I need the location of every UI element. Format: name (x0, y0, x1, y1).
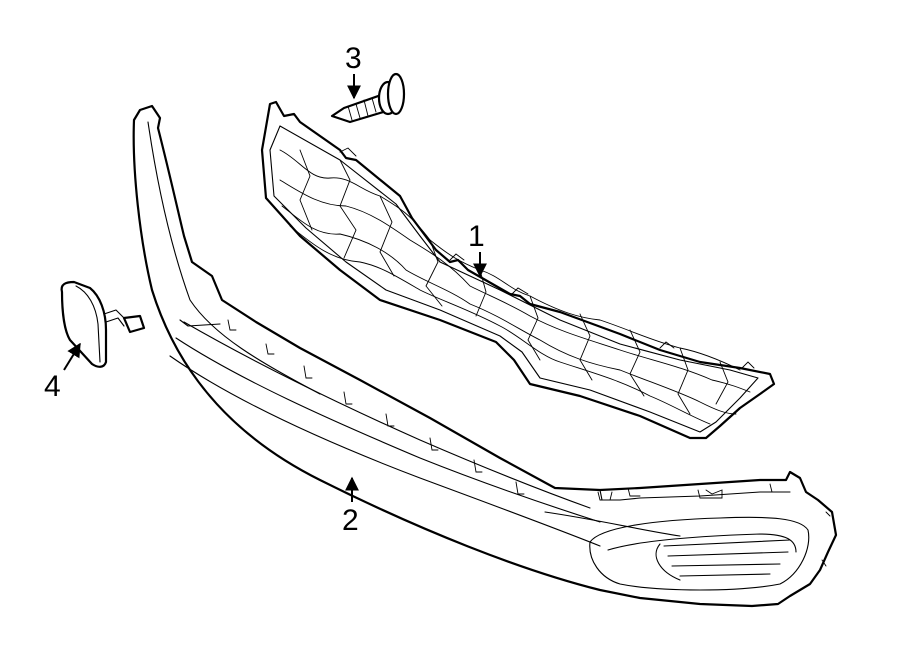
svg-text:1: 1 (468, 220, 485, 253)
svg-text:4: 4 (44, 370, 61, 403)
callout-3: 3 (345, 42, 362, 100)
callout-1: 1 (468, 220, 487, 278)
sensor-harness-part (60, 280, 146, 368)
grille-insert-part (260, 100, 776, 440)
svg-text:2: 2 (342, 504, 359, 537)
bumper-cover-part (132, 104, 838, 608)
callout-4: 4 (44, 342, 81, 403)
callout-2: 2 (342, 476, 359, 537)
svg-text:3: 3 (345, 42, 362, 75)
clip-fastener-part (330, 72, 406, 124)
